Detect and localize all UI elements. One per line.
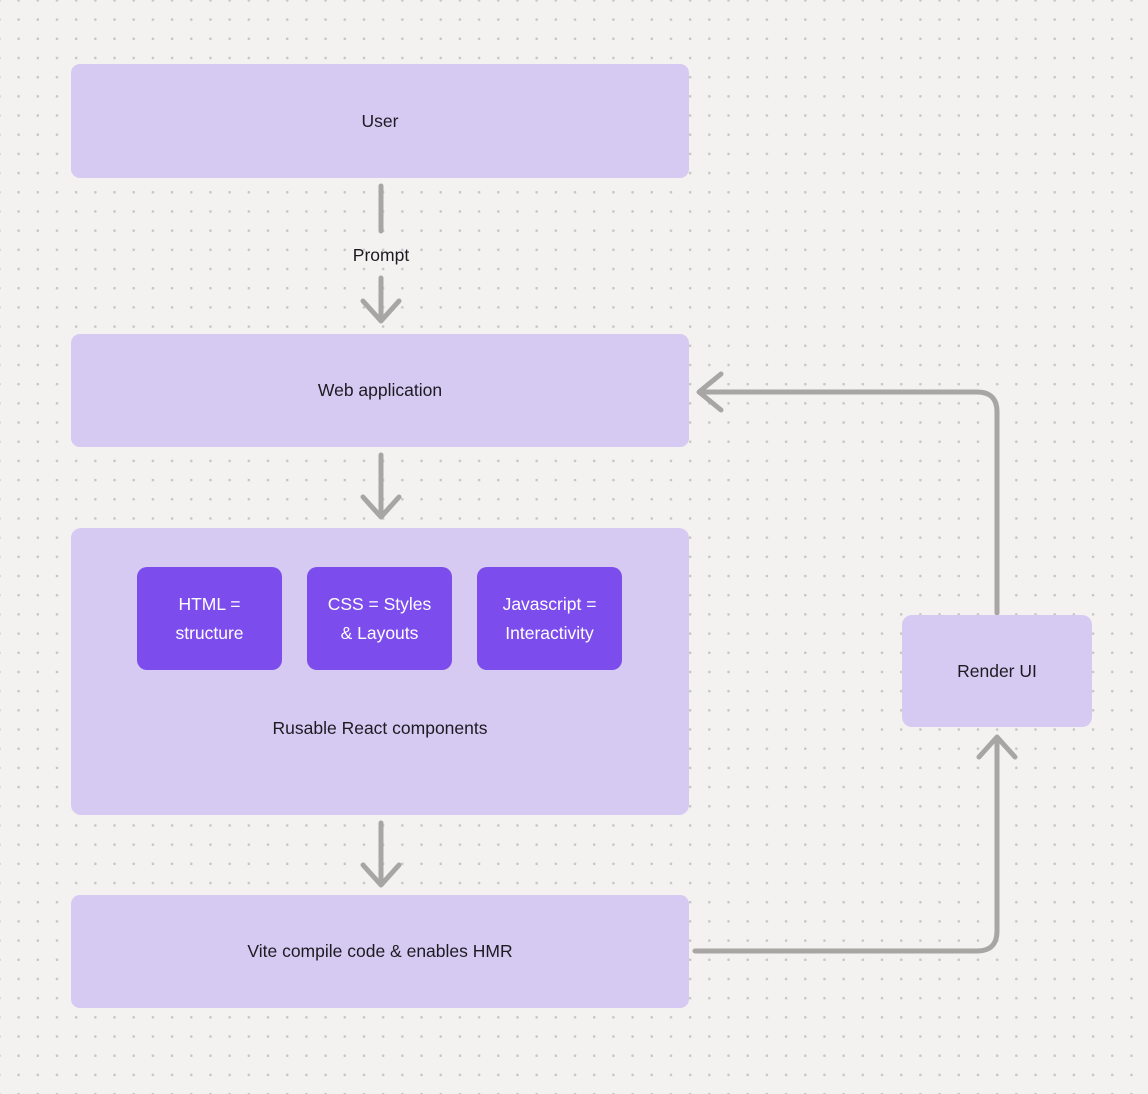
node-javascript: Javascript = Interactivity bbox=[477, 567, 622, 670]
edge-label-prompt: Prompt bbox=[352, 245, 410, 265]
components-group-caption: Rusable React components bbox=[272, 718, 488, 738]
node-user: User bbox=[71, 64, 689, 178]
node-render-ui: Render UI bbox=[902, 615, 1092, 727]
arrowhead-down-icon bbox=[360, 298, 402, 324]
node-css-label: CSS = Styles & Layouts bbox=[327, 593, 432, 643]
node-javascript-label: Javascript = Interactivity bbox=[502, 593, 597, 643]
arrowhead-down-icon bbox=[360, 494, 402, 520]
node-vite: Vite compile code & enables HMR bbox=[71, 895, 689, 1008]
arrowhead-down-icon bbox=[360, 862, 402, 888]
edge-render-to-web bbox=[699, 389, 1000, 616]
node-render-ui-label: Render UI bbox=[957, 660, 1037, 681]
node-web-application: Web application bbox=[71, 334, 689, 447]
node-html: HTML = structure bbox=[137, 567, 282, 670]
node-user-label: User bbox=[361, 110, 399, 131]
arrowhead-left-icon bbox=[696, 371, 724, 413]
edge-vite-to-render bbox=[692, 739, 1000, 954]
node-components-group: HTML = structure CSS = Styles & Layouts … bbox=[71, 528, 689, 815]
node-css: CSS = Styles & Layouts bbox=[307, 567, 452, 670]
node-vite-label: Vite compile code & enables HMR bbox=[247, 941, 513, 961]
node-html-label: HTML = structure bbox=[175, 593, 244, 643]
node-web-application-label: Web application bbox=[317, 380, 443, 400]
arrowhead-up-icon bbox=[976, 734, 1018, 760]
